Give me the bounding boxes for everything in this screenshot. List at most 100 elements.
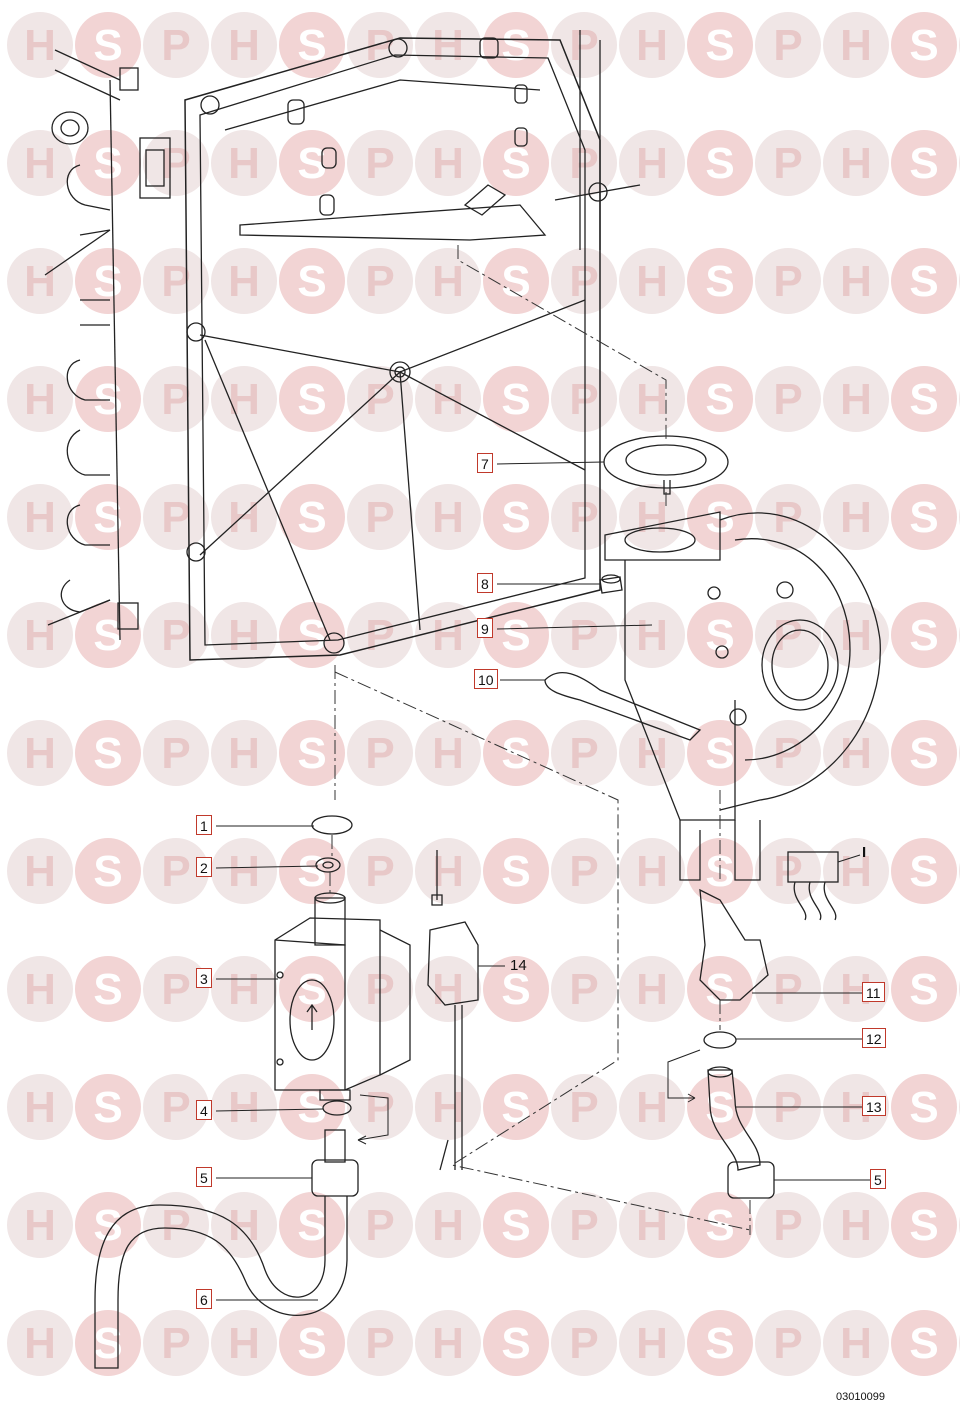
svg-text:S: S <box>297 1083 326 1132</box>
watermark-tile: H <box>823 1310 889 1376</box>
svg-text:H: H <box>636 847 668 896</box>
watermark-tile: H <box>619 12 685 78</box>
svg-text:H: H <box>840 729 872 778</box>
callout-1[interactable]: 1 <box>196 815 212 835</box>
watermark-tile: P <box>143 956 209 1022</box>
svg-text:P: P <box>365 1201 394 1250</box>
watermark-tile: P <box>347 248 413 314</box>
svg-text:P: P <box>773 1201 802 1250</box>
svg-text:S: S <box>909 1083 938 1132</box>
watermark-tile: S <box>279 1310 345 1376</box>
watermark-tile: P <box>755 130 821 196</box>
svg-text:P: P <box>161 729 190 778</box>
watermark-tile: S <box>687 1192 753 1258</box>
callout-12[interactable]: 12 <box>862 1028 886 1048</box>
svg-text:H: H <box>840 375 872 424</box>
watermark-tile: H <box>823 838 889 904</box>
callout-9[interactable]: 9 <box>477 618 493 638</box>
callout-6[interactable]: 6 <box>196 1289 212 1309</box>
washer-2-drawing <box>315 857 341 873</box>
watermark-tile: H <box>823 12 889 78</box>
insertion-arrows <box>357 1049 701 1145</box>
watermark-tile: H <box>619 956 685 1022</box>
svg-text:H: H <box>636 375 668 424</box>
svg-text:S: S <box>501 729 530 778</box>
label-14[interactable]: 14 <box>510 957 527 974</box>
svg-text:H: H <box>432 965 464 1014</box>
watermark-tile: H <box>415 1192 481 1258</box>
gasket-10-drawing <box>544 671 702 741</box>
ignition-unit-14-drawing <box>427 850 479 1171</box>
watermark-tile: H <box>7 484 73 550</box>
svg-text:S: S <box>909 375 938 424</box>
callout-10[interactable]: 10 <box>474 669 498 689</box>
watermark-tile: S <box>483 720 549 786</box>
svg-text:S: S <box>93 965 122 1014</box>
svg-text:P: P <box>161 1201 190 1250</box>
svg-text:H: H <box>24 21 56 70</box>
watermark-tile: H <box>415 484 481 550</box>
watermark-tile: H <box>211 1192 277 1258</box>
callout-5-right[interactable]: 5 <box>870 1169 886 1189</box>
watermark-tile: H <box>211 720 277 786</box>
svg-text:P: P <box>161 1319 190 1368</box>
callout-8[interactable]: 8 <box>477 573 493 593</box>
watermark-tile: P <box>347 1074 413 1140</box>
watermark-tile: S <box>483 1310 549 1376</box>
svg-text:H: H <box>636 729 668 778</box>
svg-text:H: H <box>840 21 872 70</box>
watermark-tile: H <box>7 1192 73 1258</box>
label-I[interactable]: I <box>862 844 867 861</box>
svg-text:S: S <box>501 1201 530 1250</box>
o-ring-4-drawing <box>322 1100 352 1116</box>
callout-7[interactable]: 7 <box>477 453 493 473</box>
callout-4[interactable]: 4 <box>196 1100 212 1120</box>
svg-text:P: P <box>161 493 190 542</box>
svg-text:S: S <box>501 965 530 1014</box>
callout-2[interactable]: 2 <box>196 857 212 877</box>
watermark-tile: P <box>143 484 209 550</box>
svg-text:H: H <box>24 375 56 424</box>
svg-text:P: P <box>161 1083 190 1132</box>
watermark-tile: S <box>687 366 753 432</box>
watermark-tile: S <box>483 248 549 314</box>
watermark-tile: H <box>211 12 277 78</box>
watermark-tile: P <box>755 1310 821 1376</box>
callout-13[interactable]: 13 <box>862 1096 886 1116</box>
svg-text:H: H <box>840 1201 872 1250</box>
svg-text:P: P <box>569 611 598 660</box>
watermark-tile: H <box>211 602 277 668</box>
watermark-tile: P <box>143 720 209 786</box>
svg-text:P: P <box>569 965 598 1014</box>
watermark-tile: P <box>143 366 209 432</box>
watermark-tile: P <box>347 12 413 78</box>
svg-text:S: S <box>705 611 734 660</box>
svg-text:H: H <box>228 493 260 542</box>
watermark-tile: P <box>755 602 821 668</box>
nut-8-drawing <box>599 574 623 594</box>
svg-text:H: H <box>840 847 872 896</box>
svg-text:S: S <box>909 965 938 1014</box>
svg-text:S: S <box>705 21 734 70</box>
callout-5[interactable]: 5 <box>196 1167 212 1187</box>
watermark-tile: H <box>7 602 73 668</box>
watermark-tile: H <box>619 838 685 904</box>
watermark-tile: P <box>551 838 617 904</box>
svg-text:H: H <box>432 139 464 188</box>
watermark-tile: S <box>279 1192 345 1258</box>
watermark-tile: S <box>75 720 141 786</box>
watermark-tile: P <box>551 1074 617 1140</box>
watermark-tile: S <box>891 366 957 432</box>
svg-text:H: H <box>24 257 56 306</box>
svg-text:S: S <box>93 729 122 778</box>
watermark-tile: P <box>551 720 617 786</box>
callout-11[interactable]: 11 <box>862 982 885 1002</box>
svg-text:S: S <box>909 493 938 542</box>
watermark-tile: S <box>891 1310 957 1376</box>
watermark-tile: H <box>211 1310 277 1376</box>
watermark-tile: S <box>687 602 753 668</box>
watermark-tile: S <box>75 130 141 196</box>
svg-text:S: S <box>501 375 530 424</box>
callout-3[interactable]: 3 <box>196 968 212 988</box>
watermark-tile: H <box>211 248 277 314</box>
